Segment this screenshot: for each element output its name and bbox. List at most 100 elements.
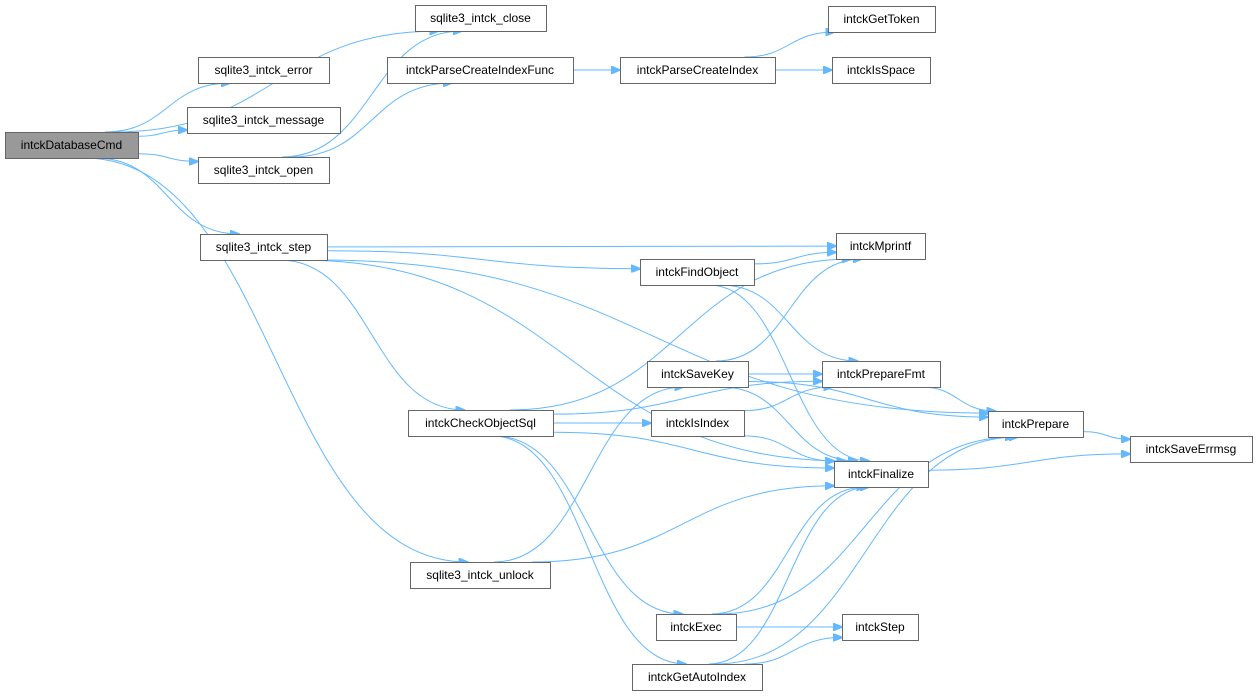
edge-intck-save-key-to-intck-mprintf <box>716 259 862 362</box>
node-sqlite3-intck-error[interactable]: sqlite3_intck_error <box>198 57 330 84</box>
node-intck-get-auto-index[interactable]: intckGetAutoIndex <box>632 664 763 691</box>
node-label: intckGetToken <box>843 12 919 26</box>
node-label: intckFinalize <box>848 467 914 481</box>
edge-sqlite3-intck-unlock-to-intck-save-key <box>494 387 683 563</box>
node-label: intckSaveErrmsg <box>1146 442 1237 456</box>
edge-sqlite3-intck-open-to-intck-parse-create-index-func <box>291 83 452 158</box>
node-label: intckDatabaseCmd <box>21 138 122 152</box>
node-sqlite3-intck-close[interactable]: sqlite3_intck_close <box>415 5 547 32</box>
node-label: intckParseCreateIndexFunc <box>406 63 554 77</box>
edge-intck-finalize-to-intck-save-errmsg <box>927 454 1130 471</box>
node-sqlite3-intck-unlock[interactable]: sqlite3_intck_unlock <box>410 562 551 589</box>
node-box <box>408 410 554 437</box>
edge-intck-find-object-to-intck-prepare-fmt <box>720 284 858 361</box>
node-intck-prepare[interactable]: intckPrepare <box>988 411 1084 438</box>
node-label: intckMprintf <box>850 239 912 253</box>
edge-intck-prepare-fmt-to-intck-prepare <box>921 386 995 411</box>
node-label: sqlite3_intck_open <box>214 163 313 177</box>
edge-intck-get-auto-index-to-intck-finalize <box>708 487 869 665</box>
node-label: intckSaveKey <box>661 367 734 381</box>
node-box <box>832 57 931 84</box>
edge-intck-check-object-sql-to-intck-exec <box>494 435 682 614</box>
edge-sqlite3-intck-unlock-to-intck-finalize <box>531 486 834 563</box>
node-label: sqlite3_intck_close <box>430 11 531 25</box>
node-box <box>647 361 749 388</box>
node-box <box>828 6 936 33</box>
node-intck-is-index[interactable]: intckIsIndex <box>651 410 745 437</box>
node-label: intckPrepare <box>1002 417 1070 431</box>
node-label: sqlite3_intck_step <box>216 240 312 254</box>
edge-intck-database-cmd-to-sqlite3-intck-message <box>137 130 187 137</box>
node-intck-is-space[interactable]: intckIsSpace <box>832 57 931 84</box>
edge-intck-database-cmd-to-sqlite3-intck-unlock <box>83 157 468 562</box>
edge-intck-find-object-to-intck-finalize <box>708 284 869 461</box>
node-box <box>988 411 1084 438</box>
node-box <box>415 5 547 32</box>
node-box <box>834 461 929 488</box>
node-intck-get-token[interactable]: intckGetToken <box>828 6 936 33</box>
node-intck-step[interactable]: intckStep <box>842 614 919 641</box>
edge-intck-exec-to-intck-finalize <box>711 487 866 615</box>
edge-sqlite3-intck-open-to-sqlite3-intck-close <box>282 31 462 158</box>
node-label: intckPrepareFmt <box>837 367 926 381</box>
node-label: intckCheckObjectSql <box>425 416 536 430</box>
edge-layer <box>83 31 1130 665</box>
node-box <box>656 614 737 641</box>
node-box <box>387 57 574 84</box>
node-box <box>651 410 745 437</box>
node-intck-prepare-fmt[interactable]: intckPrepareFmt <box>822 361 941 388</box>
node-box <box>198 157 330 184</box>
edge-sqlite3-intck-step-to-intck-check-object-sql <box>279 259 465 410</box>
node-box <box>187 107 341 134</box>
node-box <box>836 233 926 260</box>
node-sqlite3-intck-step[interactable]: sqlite3_intck_step <box>200 234 328 261</box>
edge-intck-is-index-to-intck-prepare-fmt <box>743 387 832 412</box>
node-intck-database-cmd[interactable]: intckDatabaseCmd <box>5 132 139 159</box>
node-sqlite3-intck-message[interactable]: sqlite3_intck_message <box>187 107 341 134</box>
node-box <box>822 361 941 388</box>
node-intck-finalize[interactable]: intckFinalize <box>834 461 929 488</box>
edge-sqlite3-intck-step-to-intck-find-object <box>326 250 640 269</box>
node-label: intckParseCreateIndex <box>637 63 758 77</box>
node-sqlite3-intck-open[interactable]: sqlite3_intck_open <box>198 157 330 184</box>
node-box <box>620 57 776 84</box>
node-box <box>632 664 763 691</box>
edge-intck-find-object-to-intck-mprintf <box>753 252 836 265</box>
node-label: intckIsIndex <box>666 416 729 430</box>
node-label: intckExec <box>670 620 721 634</box>
edge-intck-check-object-sql-to-intck-prepare-fmt <box>552 381 822 415</box>
node-intck-parse-create-index[interactable]: intckParseCreateIndex <box>620 57 776 84</box>
node-box <box>1130 436 1253 463</box>
node-layer: intckDatabaseCmd sqlite3_intck_closesqlit… <box>5 5 1253 691</box>
edge-intck-exec-to-intck-prepare <box>717 437 1014 615</box>
edge-intck-database-cmd-to-sqlite3-intck-step <box>95 157 239 234</box>
node-intck-mprintf[interactable]: intckMprintf <box>836 233 926 260</box>
node-intck-find-object[interactable]: intckFindObject <box>640 259 755 286</box>
node-intck-exec[interactable]: intckExec <box>656 614 737 641</box>
edge-sqlite3-intck-step-to-intck-prepare <box>320 259 988 413</box>
node-label: intckGetAutoIndex <box>648 670 746 684</box>
node-box <box>200 234 328 261</box>
edge-intck-database-cmd-to-sqlite3-intck-open <box>137 153 198 162</box>
edge-sqlite3-intck-step-to-intck-finalize <box>298 259 846 461</box>
edge-intck-prepare-to-intck-save-errmsg <box>1082 431 1130 440</box>
edge-intck-save-key-to-intck-prepare <box>747 381 988 418</box>
edge-intck-parse-create-index-to-intck-get-token <box>744 32 834 58</box>
node-box <box>5 132 139 159</box>
node-box <box>198 57 330 84</box>
node-label: intckIsSpace <box>847 63 915 77</box>
node-intck-parse-create-index-func[interactable]: intckParseCreateIndexFunc <box>387 57 574 84</box>
node-intck-save-errmsg[interactable]: intckSaveErrmsg <box>1130 436 1253 463</box>
node-box <box>842 614 919 641</box>
node-intck-save-key[interactable]: intckSaveKey <box>647 361 749 388</box>
edge-intck-database-cmd-to-sqlite3-intck-error <box>104 83 230 133</box>
node-label: sqlite3_intck_message <box>203 113 325 127</box>
edge-sqlite3-intck-step-to-intck-mprintf <box>326 246 836 247</box>
node-box <box>640 259 755 286</box>
node-label: sqlite3_intck_unlock <box>426 568 534 582</box>
edge-intck-check-object-sql-to-intck-finalize <box>552 431 834 468</box>
edge-intck-check-object-sql-to-intck-get-auto-index <box>491 435 686 664</box>
edge-intck-is-index-to-intck-finalize <box>743 435 834 461</box>
edge-intck-get-auto-index-to-intck-step <box>744 637 842 665</box>
node-intck-check-object-sql[interactable]: intckCheckObjectSql <box>408 410 554 437</box>
